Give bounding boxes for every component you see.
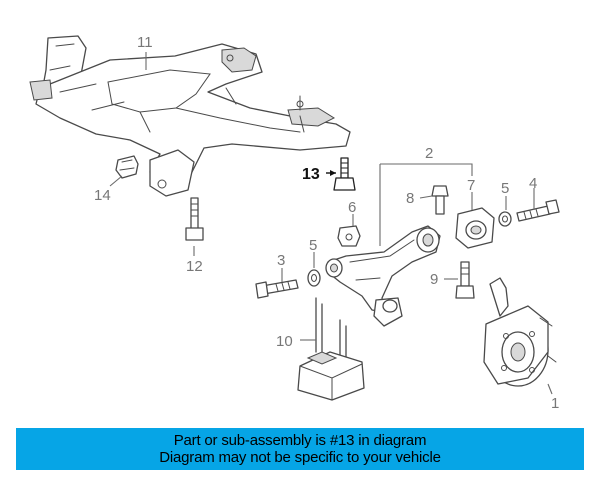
callout-4: 4: [529, 175, 537, 192]
callout-7: 7: [467, 177, 475, 194]
leader-lines: [109, 52, 553, 395]
callout-11: 11: [137, 34, 153, 51]
subframe-crossmember: [29, 35, 351, 197]
callout-labels: 11 2 13 14 8 7 5 4 6 5 3 12 9 10 1: [94, 34, 559, 412]
callout-8: 8: [406, 190, 414, 207]
part-2-control-arm: [325, 225, 441, 327]
callout-5-left: 5: [309, 237, 317, 254]
part-5-washer-right: [498, 211, 512, 227]
parts-diagram: 11 2 13 14 8 7 5 4 6 5 3 12 9 10 1: [29, 34, 560, 412]
info-banner: Part or sub-assembly is #13 in diagram D…: [16, 428, 584, 470]
part-10-bracket: [297, 297, 365, 401]
part-13-bolt: [333, 157, 356, 191]
part-12-bolt: [185, 197, 204, 241]
callout-13: 13: [302, 166, 320, 183]
callout-14: 14: [94, 187, 111, 204]
part-9-bolt: [455, 261, 475, 299]
banner-line-1: Part or sub-assembly is #13 in diagram: [173, 432, 427, 449]
banner-line-2: Diagram may not be specific to your vehi…: [159, 449, 441, 466]
part-7-bushing: [455, 207, 495, 249]
part-6-bracket: [337, 225, 361, 247]
part-5-washer-left: [307, 269, 321, 287]
callout-1: 1: [551, 395, 559, 412]
callout-2: 2: [425, 145, 433, 162]
part-1-knuckle: [483, 277, 557, 387]
callout-10: 10: [276, 333, 293, 350]
part-14-bracket: [115, 155, 139, 179]
callout-6: 6: [348, 199, 356, 216]
callout-5-right: 5: [501, 180, 509, 197]
callout-3: 3: [277, 252, 285, 269]
part-8-bolt: [431, 185, 449, 215]
part-4-bolt: [516, 199, 560, 222]
callout-12: 12: [186, 258, 203, 275]
callout-9: 9: [430, 271, 438, 288]
part-3-bolt: [255, 279, 299, 299]
